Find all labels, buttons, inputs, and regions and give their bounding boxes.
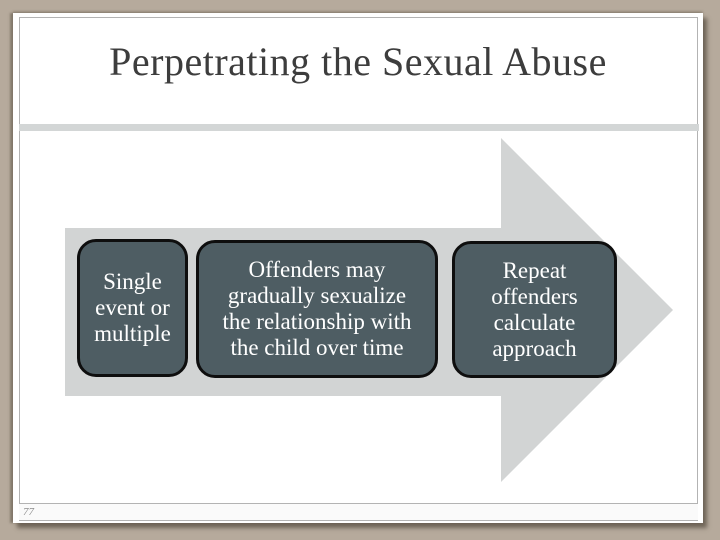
- slide-inner-frame: [19, 17, 698, 521]
- step-box-gradual-sexualization: Offenders may gradually sexualize the re…: [196, 240, 438, 378]
- step-box-repeat-offenders: Repeat offenders calculate approach: [452, 241, 617, 378]
- footer-band: 77: [19, 503, 698, 520]
- step-box-single-event: Single event or multiple: [77, 239, 188, 377]
- slide-title: Perpetrating the Sexual Abuse: [109, 39, 607, 84]
- title-divider: [19, 124, 699, 131]
- step-label: Offenders may gradually sexualize the re…: [222, 257, 412, 360]
- page-number: 77: [23, 505, 34, 518]
- slide-canvas: Perpetrating the Sexual Abuse Single eve…: [13, 13, 703, 523]
- step-label: Repeat offenders calculate approach: [491, 257, 578, 361]
- step-label: Single event or multiple: [94, 269, 171, 346]
